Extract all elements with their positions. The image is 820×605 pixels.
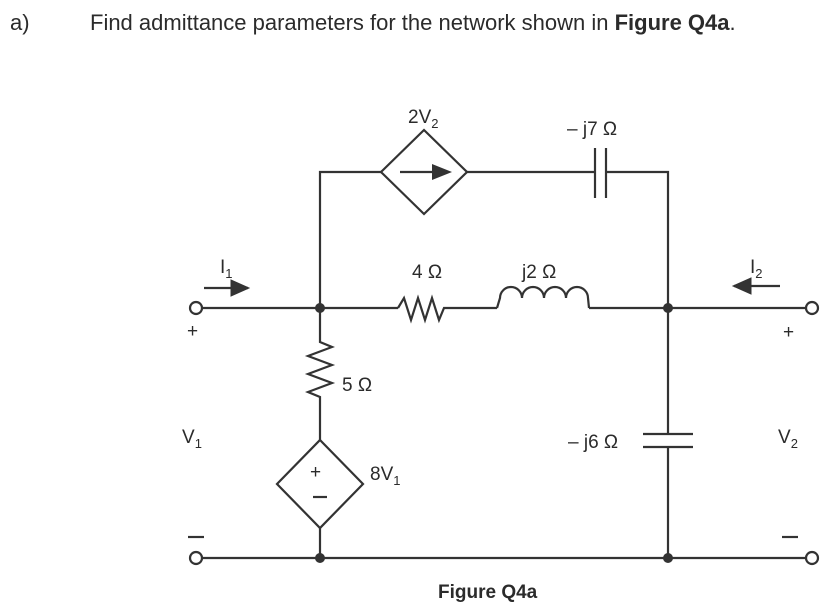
dependent-voltage-source: + [275,438,365,530]
resistor-4 [397,294,463,324]
capacitor-top [593,148,608,198]
dep-current-source-label: 2V2 [408,107,438,131]
port1-plus: + [187,321,198,342]
capacitor-right [643,432,693,449]
port1-terminal-top [188,300,204,316]
resistor-5 [304,308,336,440]
question-end: . [729,10,736,35]
port2-terminal-top [804,300,820,316]
v2-label: V2 [778,427,798,451]
i2-label: I2 [750,257,763,281]
question-body: Find admittance parameters for the netwo… [90,10,615,35]
resistor-5-label: 5 Ω [342,375,372,396]
inductor [495,285,591,309]
arrow-right-icon [432,164,452,180]
cap-right-label: – j6 Ω [568,432,618,453]
i1-label: I1 [220,257,233,281]
top-branch-wires [318,170,670,308]
port2-terminal-bottom [804,550,820,566]
plus-sign: + [310,462,321,483]
port1-terminal-bottom [188,550,204,566]
dependent-current-source [379,128,469,216]
cap-top-label: – j7 Ω [567,119,617,140]
port2-plus: + [783,322,794,343]
v1-label: V1 [182,427,202,451]
resistor-4-label: 4 Ω [412,262,442,283]
figure-reference: Figure Q4a [614,10,730,35]
figure-caption: Figure Q4a [438,582,538,603]
question-label: a) [10,10,30,35]
question-text: Find admittance parameters for the netwo… [90,10,736,36]
dep-voltage-source-label: 8V1 [370,464,400,488]
inductor-label: j2 Ω [521,262,556,283]
